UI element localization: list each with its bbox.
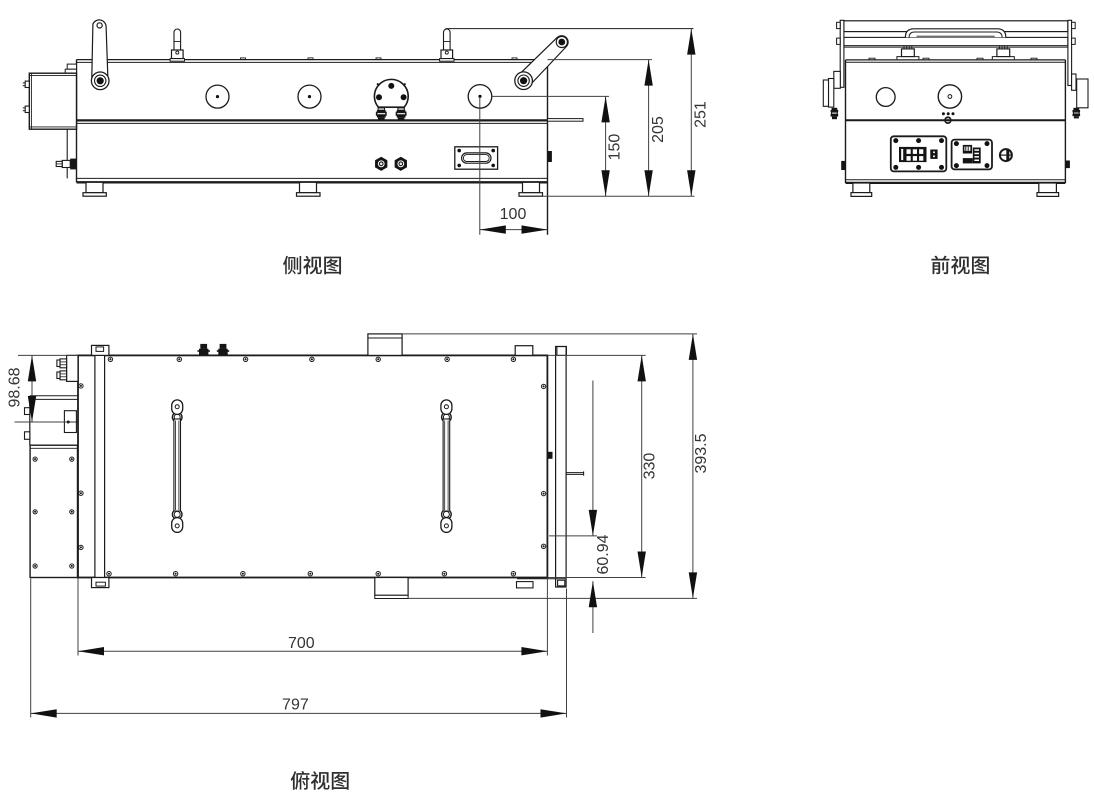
svg-text:393.5: 393.5: [693, 433, 710, 473]
svg-text:330: 330: [642, 453, 659, 480]
svg-text:98.68: 98.68: [7, 367, 24, 407]
svg-text:205: 205: [650, 116, 667, 143]
svg-text:251: 251: [692, 101, 709, 128]
svg-text:150: 150: [607, 134, 624, 161]
svg-text:700: 700: [288, 635, 315, 652]
svg-text:60.94: 60.94: [595, 534, 612, 574]
svg-text:797: 797: [282, 696, 309, 713]
svg-text:100: 100: [500, 206, 527, 223]
